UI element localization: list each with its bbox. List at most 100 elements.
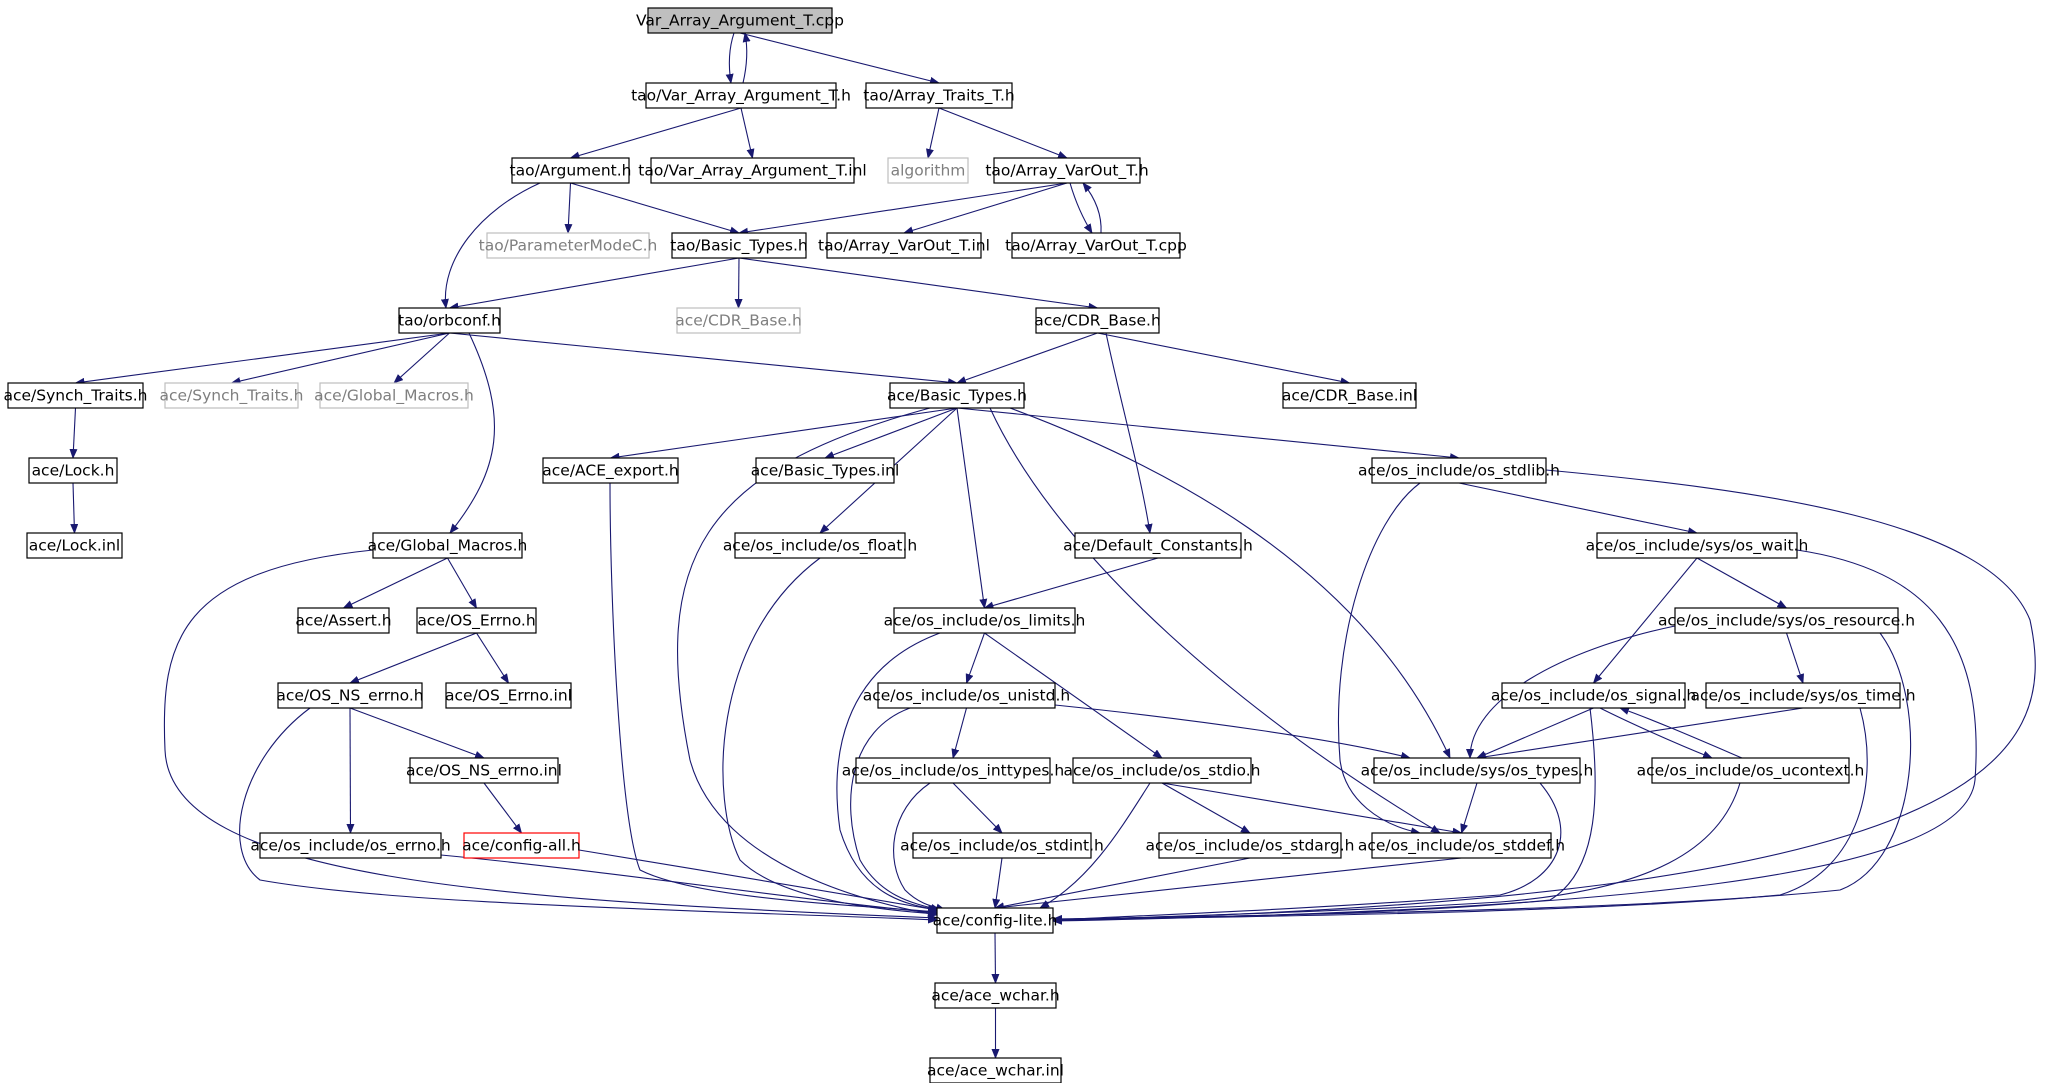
node-n9[interactable]: tao/Array_VarOut_T.inl bbox=[818, 232, 990, 259]
node-n33[interactable]: ace/OS_Errno.inl bbox=[445, 682, 572, 709]
node-n44[interactable]: ace/os_include/os_stdint.h bbox=[900, 832, 1104, 859]
node-n3[interactable]: tao/Argument.h bbox=[510, 157, 632, 184]
node-n31[interactable]: ace/os_include/sys/os_resource.h bbox=[1658, 607, 1915, 634]
edge-n3-to-n8 bbox=[570, 182, 740, 235]
node-box bbox=[409, 757, 559, 784]
node-box bbox=[865, 82, 1013, 109]
node-n35[interactable]: ace/os_include/os_signal.h bbox=[1491, 682, 1696, 709]
edge-n24-to-n28 bbox=[342, 557, 448, 609]
node-box bbox=[398, 307, 501, 334]
node-box bbox=[1074, 532, 1242, 559]
edge-n34-to-n40 bbox=[1054, 704, 1411, 760]
node-n29[interactable]: ace/OS_Errno.h bbox=[416, 607, 537, 634]
edge-n22-to-n46 bbox=[1337, 482, 1421, 836]
node-n37[interactable]: ace/OS_NS_errno.inl bbox=[406, 757, 562, 784]
node-box bbox=[1072, 757, 1252, 784]
node-n32[interactable]: ace/OS_NS_errno.h bbox=[276, 682, 424, 709]
node-label: ace/OS_NS_errno.inl bbox=[406, 762, 562, 781]
node-box bbox=[1674, 607, 1899, 634]
node-n28[interactable]: ace/Assert.h bbox=[295, 607, 392, 634]
node-box bbox=[1011, 232, 1181, 259]
node-n49[interactable]: ace/ace_wchar.inl bbox=[927, 1057, 1064, 1083]
edge-n47-to-n48 bbox=[991, 932, 1000, 984]
node-label: ace/config-all.h bbox=[462, 837, 581, 855]
node-n38[interactable]: ace/os_include/os_inttypes.h bbox=[842, 757, 1064, 784]
node-label: ace/CDR_Base.inl bbox=[1282, 387, 1417, 406]
edge-n14-to-n19 bbox=[69, 407, 78, 459]
node-n11[interactable]: tao/orbconf.h bbox=[398, 307, 501, 334]
node-n34[interactable]: ace/os_include/os_unistd.h bbox=[863, 682, 1070, 709]
node-label: ace/os_include/os_errno.h bbox=[250, 837, 450, 856]
node-n13[interactable]: ace/CDR_Base.h bbox=[1034, 307, 1161, 334]
node-box bbox=[416, 607, 537, 634]
edge-n2-to-n5 bbox=[926, 107, 940, 159]
node-n12: ace/CDR_Base.h bbox=[675, 307, 802, 334]
edge-n42-to-n47 bbox=[440, 854, 938, 917]
node-box bbox=[887, 157, 969, 184]
node-n43[interactable]: ace/config-all.h bbox=[462, 832, 581, 859]
node-n30[interactable]: ace/os_include/os_limits.h bbox=[884, 607, 1086, 634]
node-label: ace/Synch_Traits.h bbox=[160, 387, 304, 406]
node-label: tao/Array_VarOut_T.h bbox=[985, 162, 1148, 181]
node-box bbox=[755, 457, 895, 484]
node-n46[interactable]: ace/os_include/os_stddef.h bbox=[1358, 832, 1565, 859]
node-n45[interactable]: ace/os_include/os_stdarg.h bbox=[1146, 832, 1355, 859]
node-box bbox=[319, 382, 469, 409]
node-label: tao/Var_Array_Argument_T.inl bbox=[638, 162, 866, 181]
edge-n31-to-n40 bbox=[1466, 625, 1676, 759]
node-n5: algorithm bbox=[887, 157, 969, 184]
node-n16: ace/Global_Macros.h bbox=[314, 382, 474, 409]
edge-n46-to-n47 bbox=[994, 857, 1462, 912]
node-box bbox=[1501, 682, 1686, 709]
node-n7: tao/ParameterModeC.h bbox=[479, 232, 657, 259]
node-label: ace/os_include/os_stdarg.h bbox=[1146, 837, 1355, 856]
edge-n11-to-n24 bbox=[449, 332, 495, 534]
node-n4[interactable]: tao/Var_Array_Argument_T.inl bbox=[638, 157, 867, 184]
edge-n26-to-n30 bbox=[983, 557, 1159, 610]
node-n24[interactable]: ace/Global_Macros.h bbox=[368, 532, 528, 559]
node-n19[interactable]: ace/Lock.h bbox=[28, 457, 118, 484]
node-n25[interactable]: ace/os_include/os_float.h bbox=[723, 532, 917, 559]
edge-n24-to-n47 bbox=[163, 549, 938, 922]
edge-n27-to-n47 bbox=[1052, 549, 1977, 925]
node-label: ace/os_include/os_stddef.h bbox=[1358, 837, 1565, 856]
node-n26[interactable]: ace/Default_Constants.h bbox=[1063, 532, 1253, 559]
edge-n17-to-n47 bbox=[676, 407, 938, 918]
node-n41[interactable]: ace/os_include/os_ucontext.h bbox=[1637, 757, 1865, 784]
node-n18[interactable]: ace/CDR_Base.inl bbox=[1282, 382, 1417, 409]
node-box bbox=[1158, 832, 1342, 859]
node-n14[interactable]: ace/Synch_Traits.h bbox=[4, 382, 148, 409]
node-n23[interactable]: ace/Lock.inl bbox=[26, 532, 123, 559]
node-box bbox=[912, 832, 1092, 859]
edge-n45-to-n47 bbox=[994, 857, 1251, 911]
node-box bbox=[1371, 832, 1552, 859]
node-n0[interactable]: Var_Array_Argument_T.cpp bbox=[636, 7, 844, 34]
node-n36[interactable]: ace/os_include/sys/os_time.h bbox=[1690, 682, 1916, 709]
node-n42[interactable]: ace/os_include/os_errno.h bbox=[250, 832, 451, 859]
edge-n22-to-n47 bbox=[1052, 469, 2036, 924]
node-n47[interactable]: ace/config-lite.h bbox=[933, 907, 1058, 934]
edges-layer bbox=[69, 32, 2036, 1059]
node-box bbox=[647, 7, 833, 34]
node-box bbox=[7, 382, 144, 409]
node-n27[interactable]: ace/os_include/sys/os_wait.h bbox=[1586, 532, 1809, 559]
node-n20[interactable]: ace/ACE_export.h bbox=[542, 457, 679, 484]
edge-n25-to-n47 bbox=[722, 557, 938, 918]
node-n22[interactable]: ace/os_include/os_stdlib.h bbox=[1358, 457, 1560, 484]
node-n6[interactable]: tao/Array_VarOut_T.h bbox=[985, 157, 1149, 184]
node-box bbox=[877, 682, 1056, 709]
node-box bbox=[297, 607, 390, 634]
node-label: ace/os_include/os_limits.h bbox=[884, 612, 1086, 631]
node-n1[interactable]: tao/Var_Array_Argument_T.h bbox=[631, 82, 851, 109]
node-n40[interactable]: ace/os_include/sys/os_types.h bbox=[1361, 757, 1594, 784]
node-n39[interactable]: ace/os_include/os_stdio.h bbox=[1063, 757, 1261, 784]
node-n17[interactable]: ace/Basic_Types.h bbox=[887, 382, 1027, 409]
node-label: ace/os_include/os_float.h bbox=[723, 537, 917, 556]
edge-n17-to-n22 bbox=[956, 407, 1460, 462]
node-n10[interactable]: tao/Array_VarOut_T.cpp bbox=[1005, 232, 1187, 259]
node-n21[interactable]: ace/Basic_Types.inl bbox=[751, 457, 900, 484]
node-n48[interactable]: ace/ace_wchar.h bbox=[931, 982, 1060, 1009]
node-n8[interactable]: tao/Basic_Types.h bbox=[670, 232, 808, 259]
node-n2[interactable]: tao/Array_Traits_T.h bbox=[863, 82, 1015, 109]
edge-n30-to-n34 bbox=[965, 632, 986, 684]
